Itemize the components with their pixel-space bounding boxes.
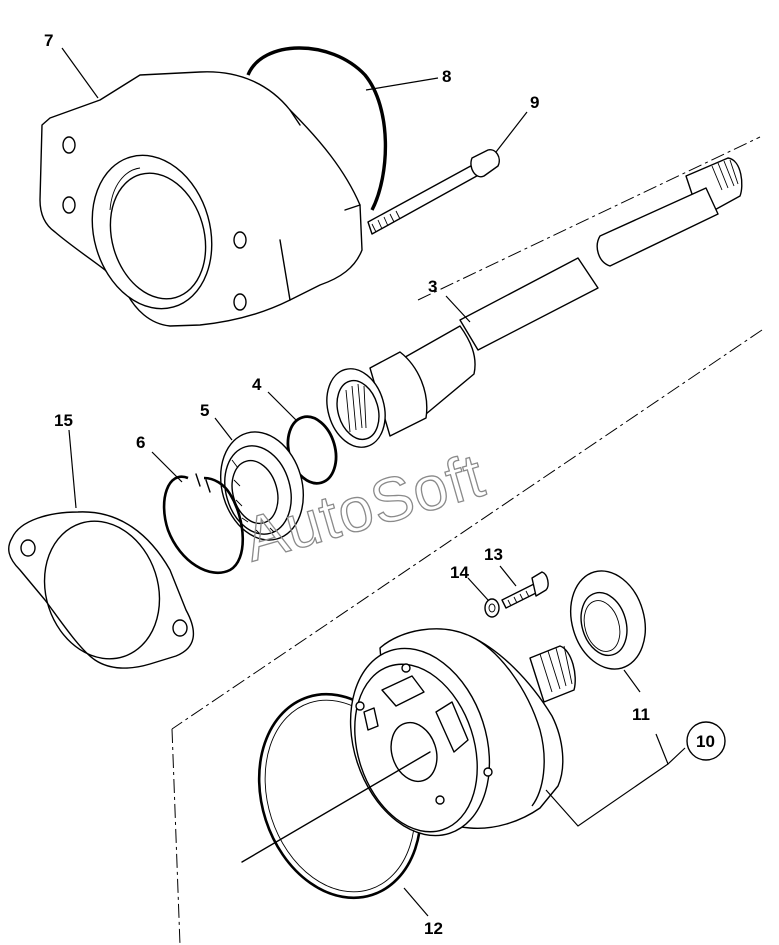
callout-7: 7: [44, 31, 53, 50]
callout-15: 15: [54, 411, 73, 430]
callout-3: 3: [428, 277, 437, 296]
screw-icon: [501, 571, 549, 609]
bearing-icon: [219, 431, 305, 541]
callout-10: 10: [696, 732, 715, 751]
leader-lines: [61, 47, 686, 917]
seal-ring-icon: [570, 570, 646, 670]
callout-6: 6: [136, 433, 145, 452]
gasket-icon: [8, 511, 195, 669]
callout-10-circle: [686, 721, 726, 761]
circlip-icon: [162, 473, 245, 575]
callout-5: 5: [200, 401, 209, 420]
large-o-ring: [246, 46, 388, 211]
washer-icon: [484, 598, 500, 618]
callout-8: 8: [442, 67, 451, 86]
callout-4: 4: [252, 375, 262, 394]
callout-13: 13: [484, 545, 503, 564]
callout-14: 14: [450, 563, 469, 582]
callout-12: 12: [424, 919, 443, 938]
mounting-flange-icon: [39, 71, 363, 327]
bolt-icon: [367, 149, 500, 235]
callout-11: 11: [632, 705, 650, 724]
splined-shaft-icon: [326, 157, 743, 448]
callout-9: 9: [530, 93, 539, 112]
assembly-boundary: [171, 136, 763, 945]
hydraulic-motor-icon: [241, 628, 576, 863]
